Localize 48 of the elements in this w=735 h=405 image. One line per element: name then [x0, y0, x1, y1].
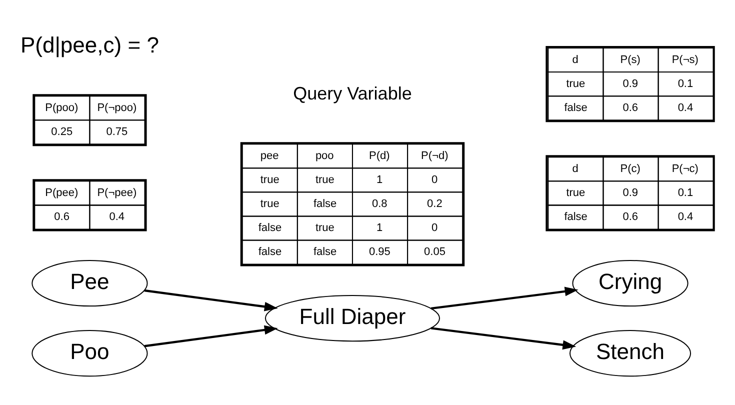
- label: Query Variable: [293, 83, 412, 104]
- label: P(s): [620, 54, 640, 66]
- label: 0.9: [622, 78, 638, 90]
- label: false: [564, 102, 588, 114]
- label: true: [260, 198, 280, 210]
- label: P(¬pee): [97, 186, 137, 199]
- label: false: [258, 222, 282, 234]
- label: P(pee): [45, 186, 78, 199]
- label: P(d): [369, 150, 390, 162]
- label: P(¬poo): [97, 102, 137, 114]
- label: 0.95: [369, 246, 390, 258]
- label: false: [313, 198, 337, 210]
- label: 0: [432, 174, 438, 186]
- label: P(c): [620, 162, 640, 175]
- label: P(poo): [45, 102, 78, 114]
- label: 0.1: [678, 78, 694, 90]
- label: true: [566, 78, 586, 90]
- label: P(d|pee,c) = ?: [20, 32, 159, 58]
- label: P(¬s): [672, 54, 698, 66]
- label: 0.4: [678, 102, 694, 114]
- label: d: [572, 162, 578, 175]
- label: 0.25: [51, 126, 73, 138]
- label: pee: [260, 150, 279, 162]
- label: P(¬d): [421, 150, 448, 162]
- label: P(¬c): [672, 162, 698, 175]
- label: false: [313, 246, 337, 258]
- label: 0.6: [622, 211, 638, 224]
- label: poo: [315, 150, 334, 162]
- label: 0: [432, 222, 438, 234]
- label: 0.6: [622, 102, 638, 114]
- label: 0.2: [427, 198, 442, 210]
- label: 1: [376, 222, 383, 234]
- label: false: [258, 246, 282, 258]
- label: 0.8: [372, 198, 388, 210]
- label: 0.05: [424, 246, 446, 258]
- label: 0.9: [622, 186, 638, 199]
- label: true: [315, 174, 334, 186]
- label: true: [566, 186, 586, 199]
- label: 0.4: [109, 211, 125, 224]
- label: true: [315, 222, 334, 234]
- label: 1: [376, 174, 383, 186]
- label: false: [564, 211, 588, 224]
- label: 0.4: [678, 211, 694, 224]
- label: 0.75: [106, 126, 128, 138]
- label: true: [260, 174, 280, 186]
- label: 0.1: [678, 186, 694, 199]
- label: d: [572, 54, 578, 66]
- label: 0.6: [54, 211, 70, 224]
